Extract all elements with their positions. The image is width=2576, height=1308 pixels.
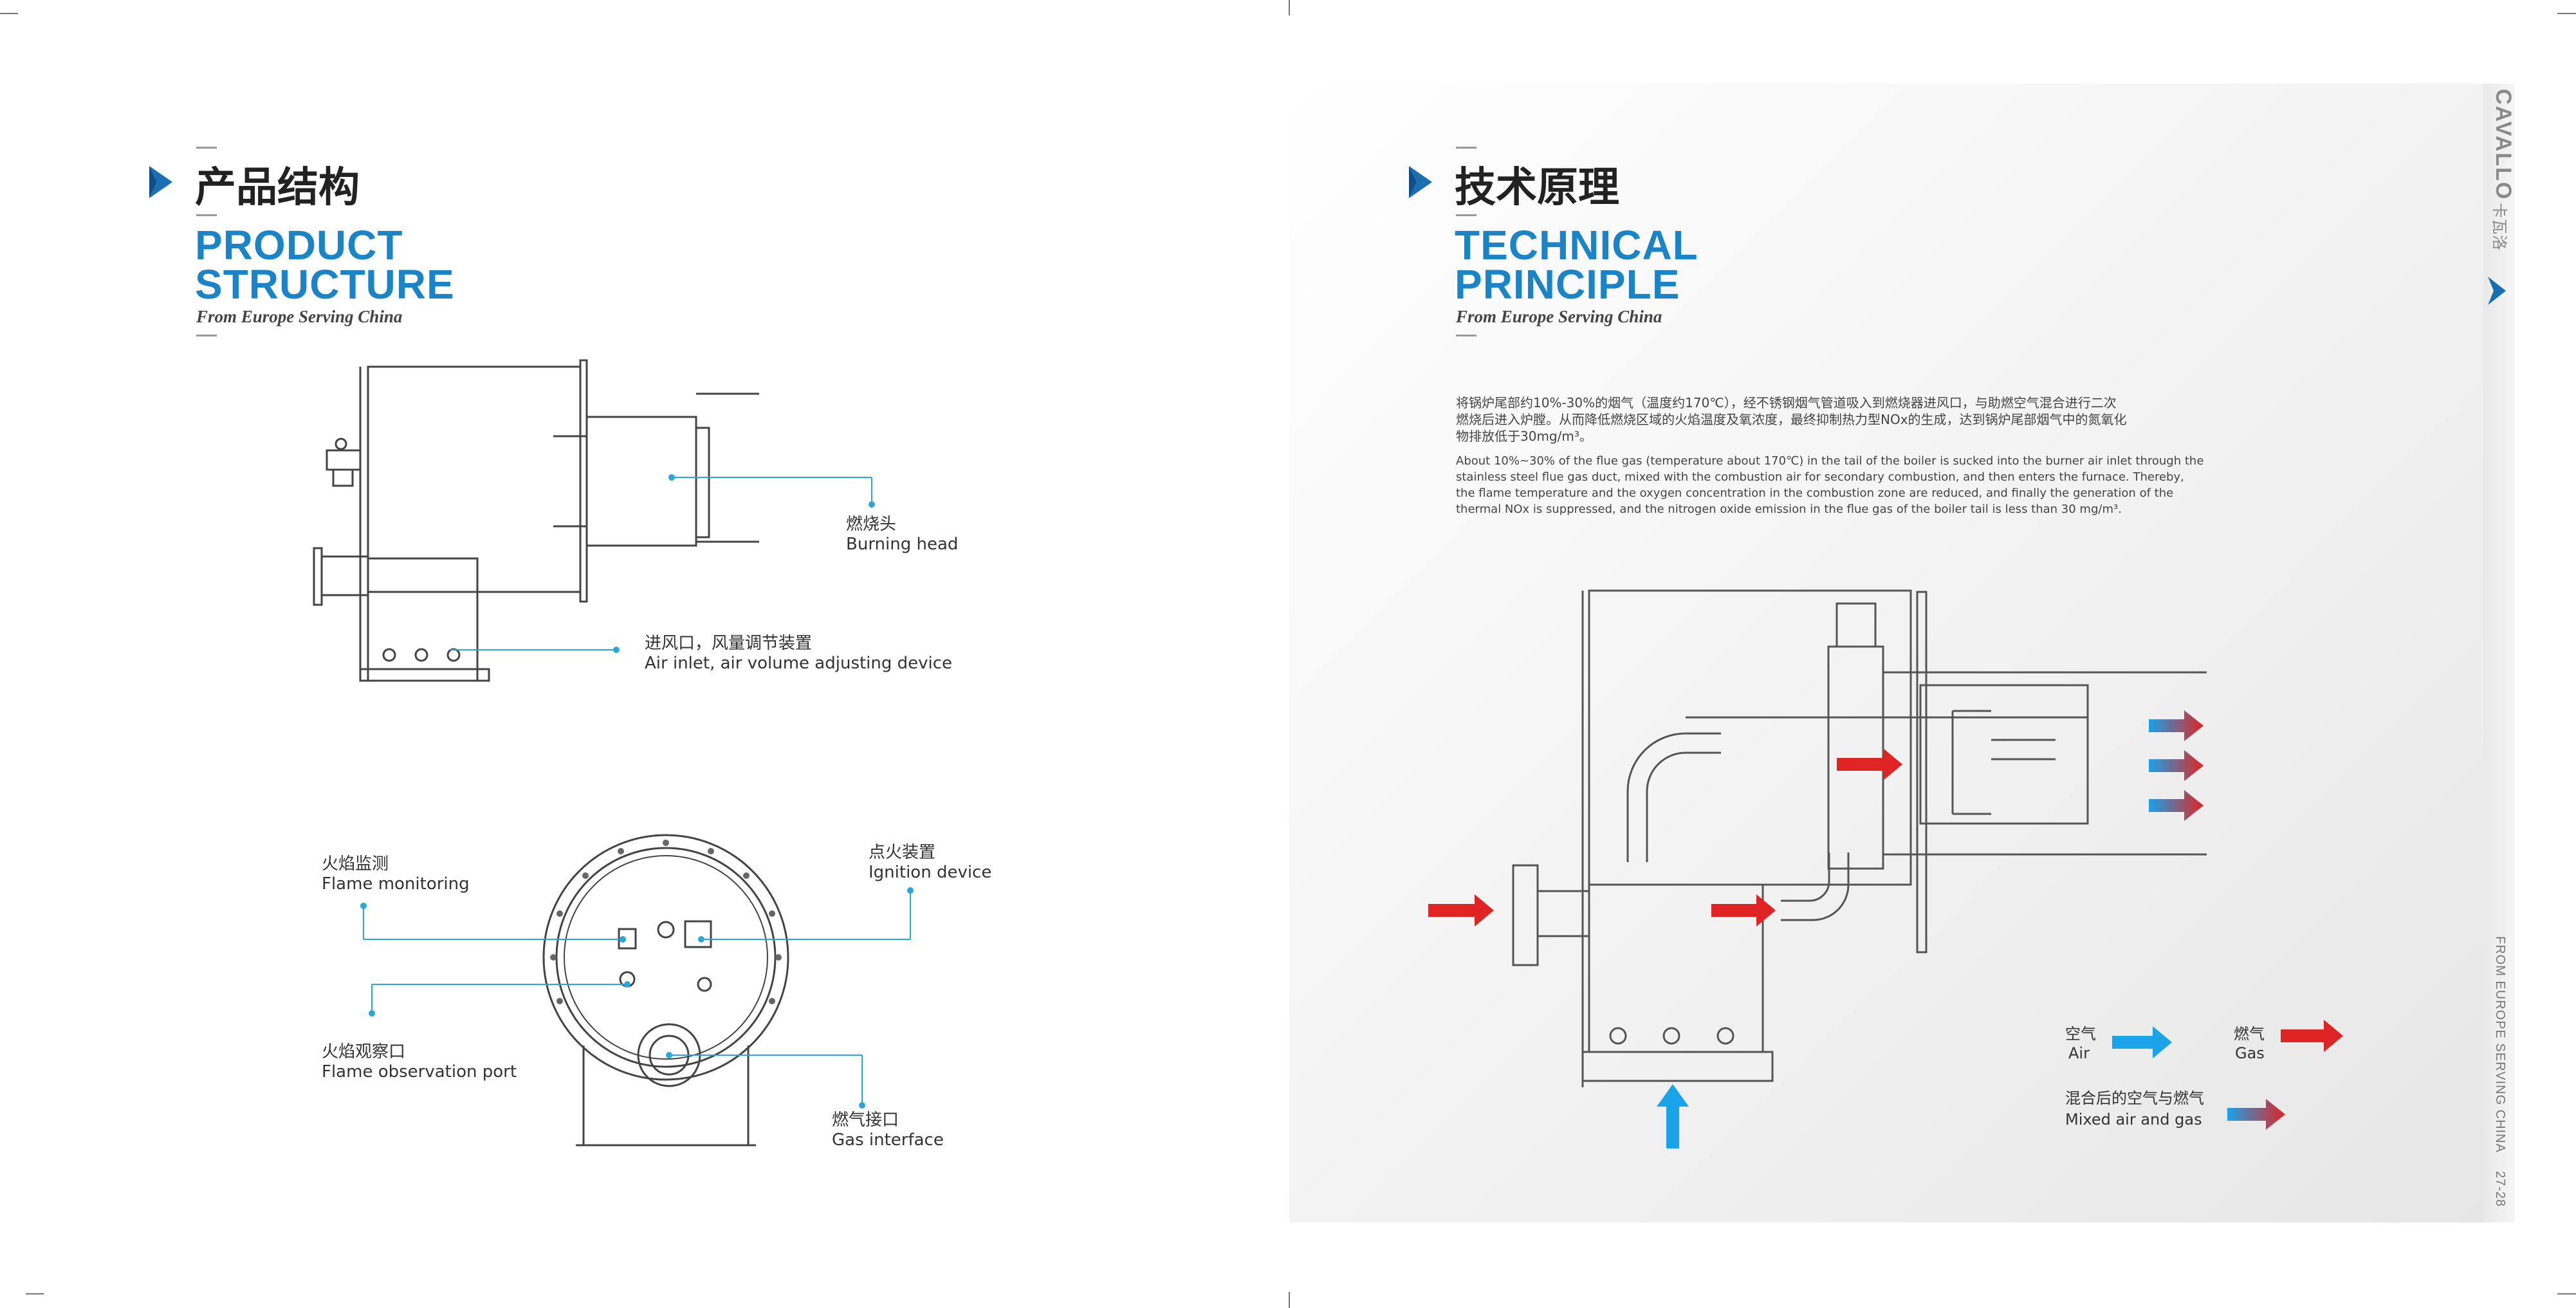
section-title-en-line2: STRUCTURE	[195, 261, 455, 308]
air-inlet-label-zh: 进风口，风量调节装置	[645, 634, 813, 653]
crop-mark	[0, 13, 18, 14]
section-subtitle: From Europe Serving China	[1456, 307, 1662, 326]
crop-mark	[1289, 0, 1290, 15]
crop-mark	[2557, 13, 2576, 14]
gas-interface-label-zh: 燃气接口	[832, 1110, 899, 1130]
legend-gas-zh: 燃气	[2234, 1025, 2265, 1043]
description-zh-line3: 物排放低于30mg/m³。	[1456, 428, 1592, 444]
description-zh-line1: 将锅炉尾部约10%-30%的烟气（温度约170℃），经不锈钢烟气管道吸入到燃烧器…	[1456, 395, 2117, 410]
ignition-device-label-zh: 点火装置	[869, 843, 936, 862]
heading-dash	[1456, 214, 1477, 216]
description-en-line3: the flame temperature and the oxygen con…	[1456, 486, 2174, 500]
page-numbers: 27-28	[2493, 1171, 2507, 1208]
section-title-en-line1: PRODUCT	[195, 222, 403, 268]
brand-logo-zh: 卡瓦洛	[2490, 203, 2508, 251]
heading-dash	[1456, 335, 1477, 336]
crop-mark	[1289, 1292, 1290, 1308]
section-title-en-line1: TECHNICAL	[1455, 222, 1698, 268]
air-inlet-label-en: Air inlet, air volume adjusting device	[645, 654, 953, 673]
legend-mixed-en: Mixed air and gas	[2065, 1110, 2202, 1128]
gas-interface-label-en: Gas interface	[832, 1130, 944, 1150]
section-subtitle: From Europe Serving China	[196, 307, 403, 326]
heading-dash	[196, 335, 217, 336]
description-en-line2: stainless steel flue gas duct, mixed wit…	[1456, 470, 2184, 484]
legend-air-en: Air	[2068, 1044, 2090, 1062]
flame-monitoring-label-en: Flame monitoring	[322, 874, 470, 894]
legend-gas-en: Gas	[2235, 1044, 2265, 1062]
flame-observation-label-zh: 火焰观察口	[322, 1042, 406, 1062]
ignition-device-label-en: Ignition device	[869, 863, 992, 882]
section-title-zh: 技术原理	[1455, 164, 1619, 212]
side-slogan: FROM EUROPE SERVING CHINA	[2493, 936, 2507, 1153]
heading-dash	[1456, 147, 1477, 149]
description-en-line1: About 10%~30% of the flue gas (temperatu…	[1456, 454, 2204, 468]
heading-dash	[196, 214, 217, 216]
flame-monitoring-label-zh: 火焰监测	[322, 854, 389, 874]
description-zh-line2: 燃烧后进入炉膛。从而降低燃烧区域的火焰温度及氧浓度，最终抑制热力型NOx的生成，…	[1456, 412, 2127, 427]
legend-air-zh: 空气	[2065, 1025, 2096, 1043]
side-strip	[2483, 84, 2515, 1222]
heading-dash	[196, 147, 217, 149]
burning-head-label-zh: 燃烧头	[846, 515, 897, 534]
brand-logo: CAVALLO	[2491, 89, 2516, 201]
description-en-line4: thermal NOx is suppressed, and the nitro…	[1456, 502, 2122, 516]
crop-mark	[2557, 1293, 2576, 1294]
section-title-zh: 产品结构	[195, 164, 360, 212]
legend-mixed-zh: 混合后的空气与燃气	[2065, 1089, 2204, 1107]
burning-head-label-en: Burning head	[846, 535, 959, 554]
flame-observation-label-en: Flame observation port	[322, 1062, 517, 1082]
section-title-en-line2: PRINCIPLE	[1455, 261, 1680, 308]
crop-mark	[26, 1293, 44, 1294]
